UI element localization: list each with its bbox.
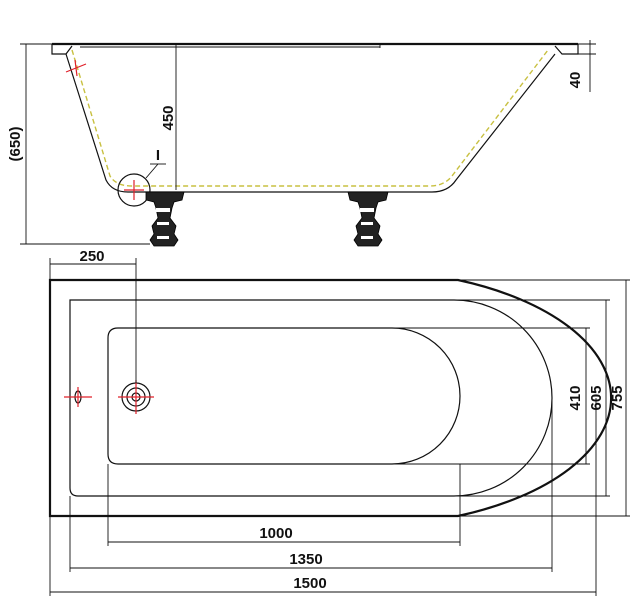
side-view: 450 (650) 40 I (7, 40, 596, 247)
side-rim-right (554, 44, 579, 55)
overflow-marker (64, 387, 92, 407)
right-leg (347, 191, 389, 247)
side-rim-left (51, 44, 73, 55)
mid-width-label: 605 (588, 385, 605, 410)
detail-leader (145, 163, 159, 179)
detail-marker-label: I (156, 147, 160, 164)
plan-outer-outline (48, 278, 613, 518)
mid-length-label: 1350 (289, 551, 322, 568)
rim-label: 40 (567, 72, 584, 89)
drain-center-marker (118, 380, 154, 414)
plan-mid-outline (69, 299, 553, 497)
depth-label: 450 (160, 105, 177, 130)
detail-circle (117, 173, 151, 207)
inner-width-label: 410 (567, 385, 584, 410)
plan-view: 250 1000 1350 1500 410 605 755 (48, 248, 630, 596)
overall-width-label: 755 (609, 385, 626, 410)
drain-offset-label: 250 (79, 248, 104, 265)
inner-length-label: 1000 (259, 525, 292, 542)
side-outer-profile (65, 53, 556, 193)
left-leg (145, 191, 185, 247)
side-overflow-marker (65, 59, 87, 77)
overall-length-label: 1500 (293, 575, 326, 592)
total-height-label: (650) (7, 126, 24, 161)
side-inner-profile (71, 49, 549, 187)
side-drain-marker (124, 180, 144, 200)
plan-inner-outline (107, 327, 461, 465)
